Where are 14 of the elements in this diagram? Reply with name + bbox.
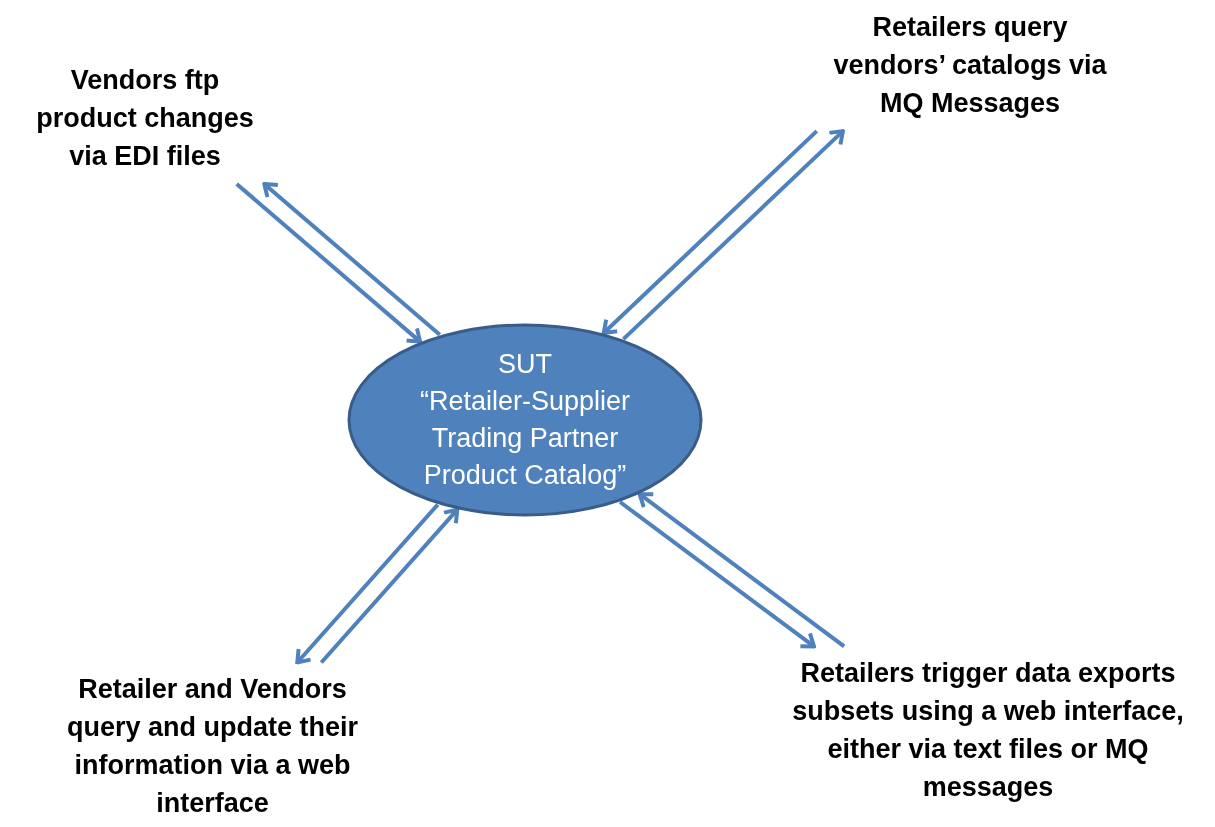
- arrow: [295, 503, 440, 665]
- arrow: [601, 129, 819, 335]
- node-label: Retailers trigger data exports subsets using a web interface, either via text files or MQ messages: [791, 657, 1185, 804]
- node-label: Vendors ftp product changes via EDI files: [35, 63, 255, 173]
- arrow: [622, 129, 845, 341]
- arrow: [262, 181, 442, 337]
- arrow: [235, 182, 423, 344]
- arrow: [319, 507, 460, 664]
- arrow: [637, 492, 846, 649]
- node-label: Retailers query vendors’ catalogs via MQ Messages: [832, 11, 1108, 120]
- node-label: “Retailer-Supplier Trading Partner Product Catalog”: [418, 385, 632, 492]
- node-heading: SUT: [498, 348, 552, 381]
- node-label: Retailer and Vendors query and update their information via a web interface: [65, 673, 359, 820]
- arrow: [618, 500, 816, 649]
